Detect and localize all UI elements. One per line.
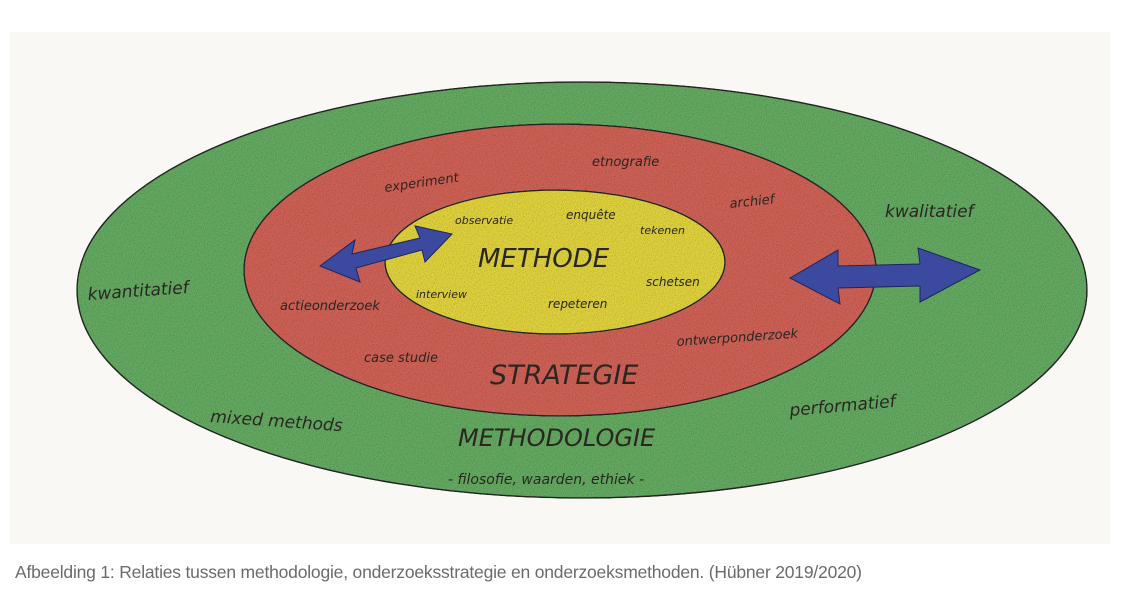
strategy-term: case studie [364,351,438,366]
figure-image: METHODE STRATEGIE METHODOLOGIE - filosof… [10,32,1110,544]
outer-term: kwalitatief [885,202,977,222]
double-arrow-right-icon [788,247,982,305]
methodologie-sublabel: - filosofie, waarden, ethiek - [448,472,644,488]
methode-label: METHODE [478,244,610,274]
figure-caption: Afbeelding 1: Relaties tussen methodolog… [15,562,862,582]
method-term: repeteren [548,297,607,311]
methodology-diagram: METHODE STRATEGIE METHODOLOGIE - filosof… [76,81,1088,499]
methode-ring [384,189,726,335]
method-term: observatie [455,214,513,227]
method-term: schetsen [646,275,700,289]
strategy-term: etnografie [592,155,659,170]
double-arrow-left-icon [318,225,453,283]
method-term: tekenen [640,224,685,237]
method-term: enquête [566,208,616,222]
strategie-label: STRATEGIE [490,360,638,391]
strategy-term: actieonderzoek [280,299,380,314]
methodologie-label: METHODOLOGIE [458,424,656,452]
method-term: interview [416,288,467,301]
strategy-term: archief [729,192,778,212]
